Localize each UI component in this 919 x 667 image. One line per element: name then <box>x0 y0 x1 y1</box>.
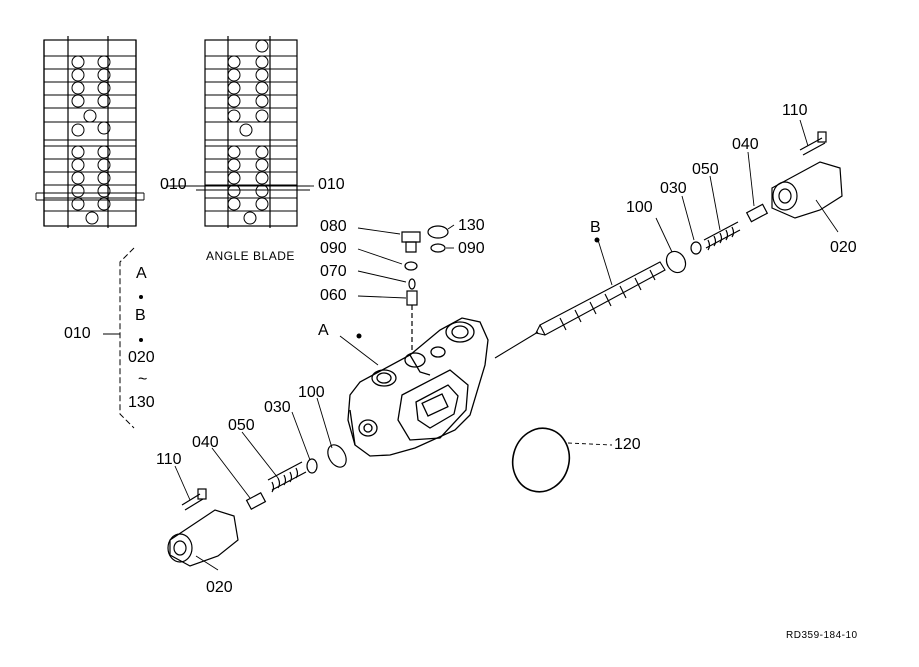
group-bracket <box>103 247 135 429</box>
inset-right-label: 010 <box>318 176 345 193</box>
spool-b <box>494 261 666 359</box>
inset-left-label: 010 <box>160 176 187 193</box>
bracket-item-a: A <box>136 265 147 282</box>
valve-section-body <box>347 317 489 457</box>
callout-110-low: 110 <box>156 451 182 468</box>
valve-stack-inset-angle-blade <box>196 36 310 228</box>
upper-right-parts <box>665 131 843 274</box>
callout-130-top: 130 <box>458 217 485 234</box>
callout-050-low: 050 <box>228 417 255 434</box>
callout-040-top: 040 <box>732 136 759 153</box>
valve-stack-inset-left <box>35 36 145 228</box>
callout-080: 080 <box>320 218 347 235</box>
callout-b: B <box>590 219 601 236</box>
callout-100-top: 100 <box>626 199 653 216</box>
bracket-item-020: 020 <box>128 349 155 366</box>
reference-code: RD359-184-10 <box>786 630 858 641</box>
lower-left-parts <box>167 444 347 567</box>
callout-040-low: 040 <box>192 434 219 451</box>
callout-090-left: 090 <box>320 240 347 257</box>
callout-070: 070 <box>320 263 347 280</box>
bracket-label: 010 <box>64 325 91 342</box>
callout-060: 060 <box>320 287 347 304</box>
callout-110-top: 110 <box>782 102 808 119</box>
callout-050-top: 050 <box>692 161 719 178</box>
plugs-and-orings <box>401 225 449 350</box>
callout-100-low: 100 <box>298 384 325 401</box>
leader-lines <box>166 119 839 571</box>
callout-a: A <box>318 322 329 339</box>
callout-090-right: 090 <box>458 240 485 257</box>
bracket-item-130: 130 <box>128 394 155 411</box>
inset-caption: ANGLE BLADE <box>206 249 295 263</box>
callout-120: 120 <box>614 436 641 453</box>
bracket-item-tilde: ~ <box>138 371 148 388</box>
callout-030-top: 030 <box>660 180 687 197</box>
bracket-item-b: B <box>135 307 146 324</box>
callout-030-low: 030 <box>264 399 291 416</box>
callout-020-low: 020 <box>206 579 233 596</box>
callout-dots <box>139 237 600 342</box>
o-ring-120 <box>511 427 571 493</box>
callout-020-right: 020 <box>830 239 857 256</box>
